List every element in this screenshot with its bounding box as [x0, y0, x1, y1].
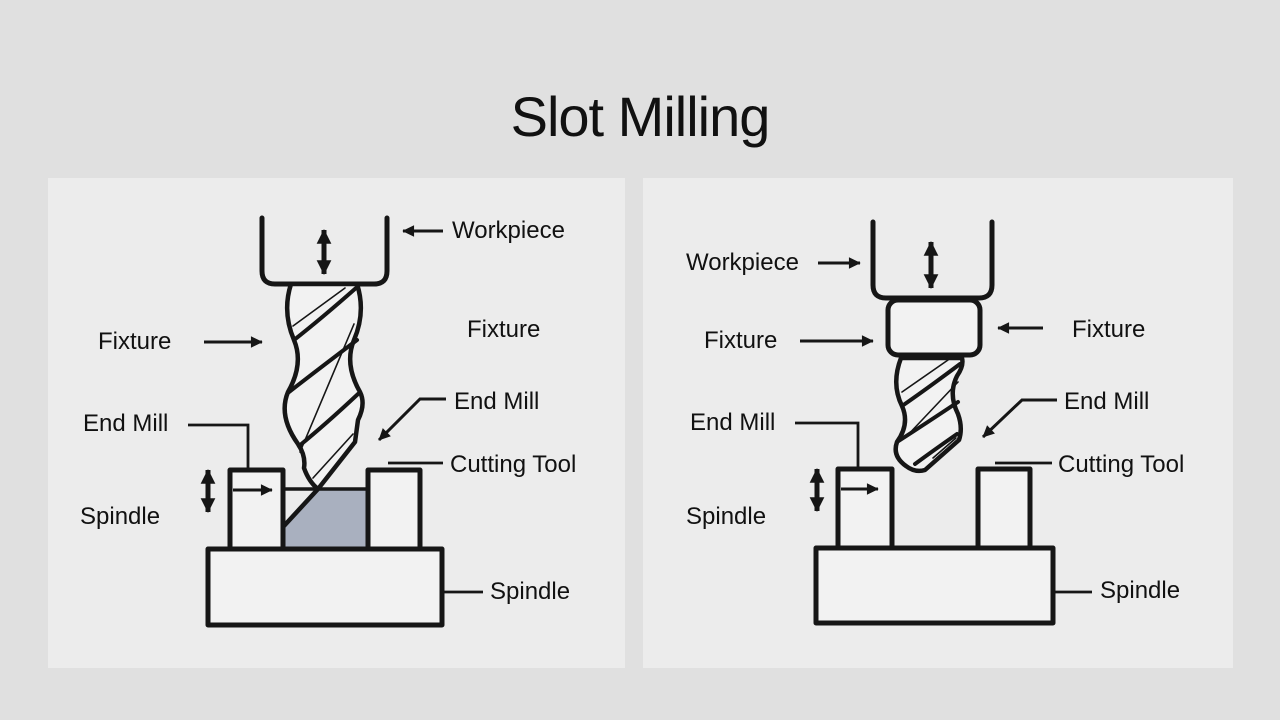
right-end-mill-right-label: End Mill [1064, 388, 1150, 415]
left-end-mill-flute-thin [312, 433, 354, 479]
right-spindle-bottom-label: Spindle [1100, 577, 1181, 604]
left-clamp-block-right [365, 467, 423, 552]
right-end-mill-flute [913, 432, 959, 466]
page-title: Slot Milling [510, 85, 771, 148]
left-spindle-left-label: Spindle [80, 503, 161, 530]
left-slot-diagonal-edge [280, 486, 321, 530]
left-cutting-tool-label: Cutting Tool [450, 451, 577, 478]
right-workpiece-label: Workpiece [686, 249, 799, 276]
right-end-mill-flute [900, 362, 962, 408]
right-end-mill-left-label: End Mill [690, 409, 776, 436]
right-end-mill-flute-thin [901, 359, 949, 393]
right-spindle-left-label: Spindle [686, 503, 767, 530]
left-fixture-left-label: Fixture [98, 328, 172, 355]
right-end-mill-flute [895, 400, 960, 444]
right-end-mill-flute-thin [932, 437, 957, 459]
left-end-mill-flute-thin [299, 323, 355, 453]
right-diagram [795, 219, 1092, 626]
right-clamp-block-right [975, 466, 1033, 551]
left-spindle-base [205, 546, 445, 628]
left-end-mill-flute-thin [292, 287, 346, 327]
right-end-mill-flute-thin [904, 381, 959, 439]
left-spindle-bottom-label: Spindle [490, 578, 571, 605]
left-end-mill-leader [188, 423, 250, 468]
right-fixture-collet [885, 297, 983, 358]
left-slot-region [283, 489, 367, 549]
right-spindle-base [813, 545, 1056, 626]
right-end-mill-leader [795, 421, 860, 467]
left-end-mill-arrow [377, 397, 446, 442]
right-end-mill-arrow [981, 398, 1057, 439]
left-end-mill-shape [282, 281, 365, 492]
left-workpiece-label: Workpiece [452, 217, 565, 244]
left-fixture-right-label: Fixture [467, 316, 541, 343]
left-end-mill-flute [292, 286, 358, 342]
right-clamp-block-left [835, 466, 895, 551]
left-diagram [188, 215, 483, 628]
right-fixture-right-label: Fixture [1072, 316, 1146, 343]
left-end-mill-flute [287, 338, 359, 394]
left-end-mill-left-label: End Mill [83, 410, 169, 437]
right-fixture-left-label: Fixture [704, 327, 778, 354]
right-cutting-tool-label: Cutting Tool [1058, 451, 1185, 478]
left-end-mill-right-label: End Mill [454, 388, 540, 415]
left-clamp-block-left [227, 467, 286, 552]
